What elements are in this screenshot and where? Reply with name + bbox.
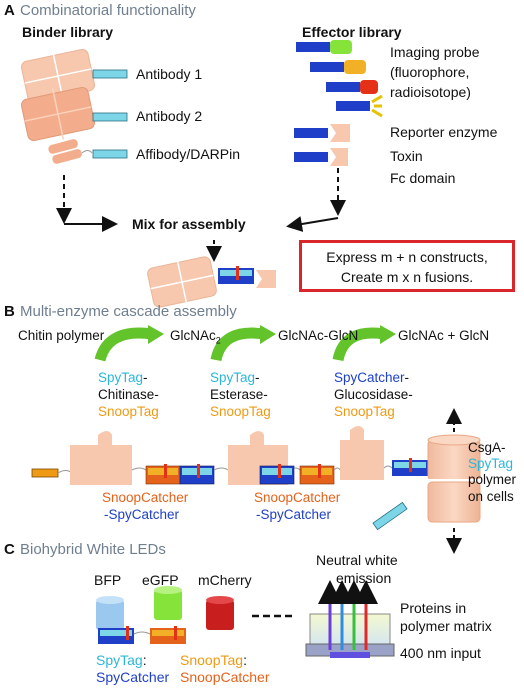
input-label: 400 nm input bbox=[400, 645, 481, 661]
matrix-line-2: polymer matrix bbox=[400, 618, 492, 634]
catcher1-snoop: SnoopCatcher bbox=[102, 490, 189, 505]
enzyme3-tag-line: SpyCatcher- bbox=[334, 370, 409, 385]
enzyme3-name: Glucosidase- bbox=[334, 387, 413, 402]
summary-line-2: Create m x n fusions. bbox=[340, 269, 474, 285]
binder-label-2: Antibody 2 bbox=[136, 108, 203, 124]
white-led-icon bbox=[305, 580, 395, 658]
effector-imaging-line-3: radioisotope) bbox=[390, 84, 471, 100]
emission-line-1: Neutral white bbox=[316, 552, 398, 568]
green-arrows bbox=[94, 325, 396, 362]
summary-line-1: Express m + n constructs, bbox=[326, 249, 488, 265]
enzyme2-tag-line: SpyTag- bbox=[210, 370, 260, 385]
csga-polymer: polymer bbox=[468, 472, 517, 487]
enzyme2-snooptag: SnoopTag bbox=[210, 404, 271, 419]
chain-chitin: Chitin polymer bbox=[18, 328, 105, 343]
effector-imaging-line-2: (fluorophore, bbox=[390, 64, 470, 80]
fp-bfp-label: BFP bbox=[94, 572, 122, 588]
enzyme1-tag-line: SpyTag- bbox=[98, 370, 148, 385]
effector-library-header: Effector library bbox=[302, 24, 402, 40]
effector-fc-label: Fc domain bbox=[390, 170, 456, 186]
effector-toxin-label: Toxin bbox=[390, 148, 423, 164]
assembled-fusion-icon bbox=[147, 256, 276, 308]
fp-mcherry-label: mCherry bbox=[198, 572, 252, 588]
effector-proteins-icon bbox=[294, 124, 350, 166]
antibody-2-icon bbox=[20, 87, 128, 141]
enzyme2-name: Esterase- bbox=[210, 387, 268, 402]
pair1-spytag: SpyTag bbox=[96, 652, 143, 668]
panel-c-title: Biohybrid White LEDs bbox=[20, 541, 166, 558]
catcher2-snoop: SnoopCatcher bbox=[254, 490, 341, 505]
effector-imaging-probes-icon bbox=[296, 40, 383, 118]
enzyme3-spycatcher: SpyCatcher bbox=[334, 370, 405, 385]
enzyme2-spytag: SpyTag bbox=[210, 370, 256, 385]
csga-spytag: SpyTag bbox=[468, 456, 514, 471]
pair1-colon: : bbox=[142, 652, 147, 668]
effector-imaging-line-1: Imaging probe bbox=[390, 44, 480, 60]
binder-library-header: Binder library bbox=[22, 24, 114, 40]
cascade-assembly bbox=[31, 426, 481, 531]
pair2-colon: : bbox=[243, 652, 247, 668]
binder-label-3: Affibody/DARPin bbox=[136, 146, 241, 162]
combinatorial-summary-box: Express m + n constructs, Create m x n f… bbox=[299, 240, 515, 292]
matrix-line-1: Proteins in bbox=[400, 600, 467, 616]
effector-reporter-label: Reporter enzyme bbox=[390, 124, 498, 140]
affibody-icon bbox=[48, 139, 128, 164]
pair2-snoopcatcher: SnoopCatcher bbox=[180, 669, 270, 685]
fluorescent-protein-assembly bbox=[96, 586, 234, 644]
csga-label: CsgA- bbox=[468, 440, 506, 455]
panel-b-letter: B bbox=[4, 303, 15, 320]
enzyme1-dash: - bbox=[143, 370, 148, 385]
catcher1-spy: -SpyCatcher bbox=[104, 507, 180, 522]
pair1-spycatcher: SpyCatcher bbox=[96, 669, 170, 685]
pair1-tag: SpyTag: bbox=[96, 652, 147, 668]
csga-cells: on cells bbox=[468, 489, 514, 504]
chain-glcnac2-subscript: 2 bbox=[215, 335, 221, 346]
enzyme3-dash: - bbox=[404, 370, 410, 385]
panel-c-letter: C bbox=[4, 541, 15, 558]
pair2-tag: SnoopTag: bbox=[180, 652, 247, 668]
chain-glcnac2: GlcNAc2 bbox=[170, 328, 221, 346]
emission-line-2: emission bbox=[336, 570, 392, 586]
chain-glcnac2-text: GlcNAc bbox=[170, 328, 216, 343]
enzyme1-name: Chitinase- bbox=[98, 387, 159, 402]
enzyme2-dash: - bbox=[255, 370, 260, 385]
enzyme1-spytag: SpyTag bbox=[98, 370, 144, 385]
binder-label-1: Antibody 1 bbox=[136, 66, 203, 82]
enzyme3-snooptag: SnoopTag bbox=[334, 404, 395, 419]
mix-for-assembly-label: Mix for assembly bbox=[132, 216, 246, 232]
chain-glcnac-glcn: GlcNAc-GlcN bbox=[278, 328, 359, 343]
pair2-snooptag: SnoopTag bbox=[180, 652, 244, 668]
panel-a-letter: A bbox=[4, 2, 15, 19]
chain-products: GlcNAc + GlcN bbox=[398, 328, 490, 343]
panel-b-title: Multi-enzyme cascade assembly bbox=[20, 303, 237, 320]
catcher2-spy: -SpyCatcher bbox=[256, 507, 332, 522]
arrow-to-mix-right bbox=[286, 216, 339, 232]
enzyme1-snooptag: SnoopTag bbox=[98, 404, 159, 419]
fp-egfp-label: eGFP bbox=[142, 572, 179, 588]
panel-a-title: Combinatorial functionality bbox=[20, 2, 196, 19]
